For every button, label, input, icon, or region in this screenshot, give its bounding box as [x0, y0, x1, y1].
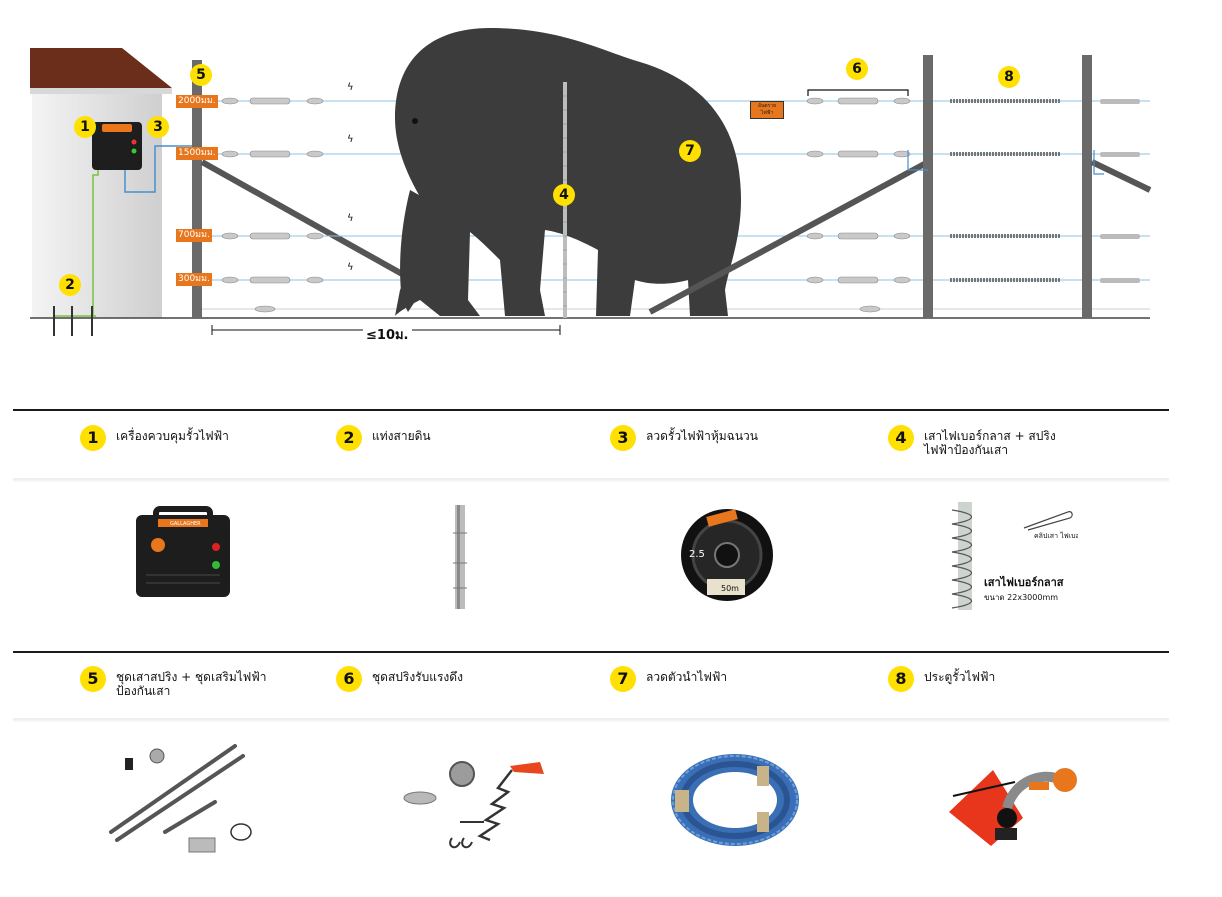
- bolt-icon: ϟ: [347, 134, 354, 145]
- gate-post-left: [923, 55, 933, 318]
- roof: [30, 48, 172, 92]
- legend-item-4: 4 เสาไฟเบอร์กลาส + สปริงไฟฟ้าป้องกันเสา: [888, 425, 1084, 457]
- badge-tension-spring: 6: [846, 58, 868, 80]
- legend-name: ชุดสปริงรับแรงดึง: [372, 670, 463, 684]
- energizer-icon: [92, 122, 142, 170]
- brace-right: [648, 159, 930, 315]
- insulated-cable: [124, 145, 195, 193]
- fence-illustration: [30, 28, 1152, 336]
- legend-item-1: 1 เครื่องควบคุมรั้วไฟฟ้า: [80, 425, 296, 451]
- legend-item-5: 5 ชุดเสาสปริง + ชุดเสริมไฟฟ้าป้องกันเสา: [80, 666, 286, 698]
- divider: [13, 651, 1169, 653]
- bolt-icon: ϟ: [347, 262, 354, 273]
- gate-handle-icon: [949, 768, 1077, 846]
- fiberglass-post-icon: คลิปเสา ไฟเบอร์กลาส เสาไฟเบอร์กลาส ขนาด …: [951, 502, 1078, 610]
- elephant-silhouette: [395, 28, 742, 316]
- reel-length-text: 50m: [721, 584, 739, 593]
- ground-rod-icon: [453, 505, 467, 609]
- post-label: เสาไฟเบอร์กลาส: [984, 575, 1064, 589]
- legend-num: 3: [610, 425, 636, 451]
- height-label-2000: 2000มม.: [176, 95, 218, 108]
- fence-diagram: 1 2 3 4 5 6 7 8 2000มม. 1500มม. 700มม. 3…: [0, 0, 1222, 360]
- legend-item-3: 3 ลวดรั้วไฟฟ้าหุ้มฉนวน: [610, 425, 826, 451]
- legend-name: ลวดตัวนำไฟฟ้า: [646, 670, 728, 684]
- legend-item-7: 7 ลวดตัวนำไฟฟ้า: [610, 666, 826, 692]
- reel-size-text: 2.5: [689, 549, 705, 560]
- legend-item-2: 2 แท่งสายดิน: [336, 425, 552, 451]
- warning-sign: อันตรายไฟฟ้า: [750, 101, 784, 119]
- legend-item-6: 6 ชุดสปริงรับแรงดึง: [336, 666, 552, 692]
- badge-fiberglass-post: 4: [553, 184, 575, 206]
- clip-label: คลิปเสา ไฟเบอร์กลาส: [1034, 531, 1078, 540]
- tension-insulators-right: [806, 97, 911, 313]
- spring-post-kit-icon: [109, 744, 252, 853]
- legend-num: 6: [336, 666, 362, 692]
- legend-num: 4: [888, 425, 914, 451]
- legend-num: 1: [80, 425, 106, 451]
- legend-num: 2: [336, 425, 362, 451]
- ground-rods: [53, 306, 93, 336]
- legend-name: แท่งสายดิน: [372, 429, 431, 443]
- badge-conductor-wire: 7: [679, 140, 701, 162]
- badge-spring-post: 5: [190, 64, 212, 86]
- legend-num: 5: [80, 666, 106, 692]
- tension-spring-icon: [403, 761, 544, 849]
- legend-name: ประตูรั้วไฟฟ้า: [924, 670, 996, 684]
- badge-ground-rod: 2: [59, 274, 81, 296]
- bolt-icon: ϟ: [347, 82, 354, 93]
- legend-name: เสาไฟเบอร์กลาส + สปริงไฟฟ้าป้องกันเสา: [924, 429, 1056, 457]
- legend-num: 7: [610, 666, 636, 692]
- legend-num: 8: [888, 666, 914, 692]
- legend-item-8: 8 ประตูรั้วไฟฟ้า: [888, 666, 1104, 692]
- legend-name: ชุดเสาสปริง + ชุดเสริมไฟฟ้าป้องกันเสา: [116, 670, 267, 698]
- tension-insulators-left: [221, 97, 324, 313]
- post-size-label: ขนาด 22x3000mm: [984, 593, 1058, 602]
- badge-insulated-wire: 3: [147, 116, 169, 138]
- height-label-1500: 1500มม.: [176, 147, 218, 160]
- bolt-icon: ϟ: [347, 213, 354, 224]
- energizer-brand-text: GALLAGHER: [170, 521, 201, 527]
- badge-energizer: 1: [74, 116, 96, 138]
- divider: [13, 409, 1169, 411]
- badge-gate: 8: [998, 66, 1020, 88]
- gate-post-right: [1082, 55, 1092, 318]
- distance-label: ≤10ม.: [363, 324, 412, 345]
- height-label-300: 300มม.: [176, 273, 212, 286]
- insulated-cable-reel-icon: 2.5 50m: [681, 509, 773, 601]
- energizer-icon: GALLAGHER: [136, 506, 230, 597]
- house: [30, 48, 172, 318]
- gate-springs: [950, 99, 1060, 282]
- legend-name: ลวดรั้วไฟฟ้าหุ้มฉนวน: [646, 429, 758, 443]
- legend-name: เครื่องควบคุมรั้วไฟฟ้า: [116, 429, 229, 443]
- wire-coil-icon: [671, 754, 799, 846]
- height-label-700: 700มม.: [176, 229, 212, 242]
